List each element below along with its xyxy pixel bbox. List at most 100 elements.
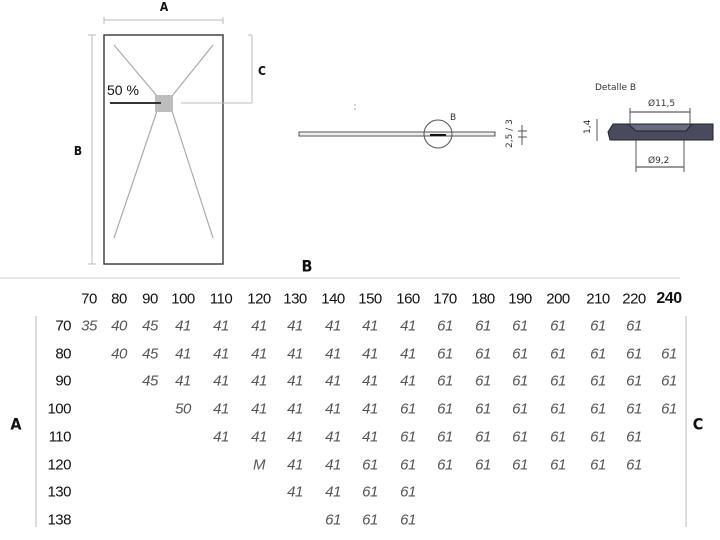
table-cell: 61 xyxy=(512,400,528,418)
table-cell: 61 xyxy=(325,511,341,529)
table-cell: 41 xyxy=(325,400,341,418)
table-cell: 41 xyxy=(287,317,303,335)
column-header: 240 xyxy=(656,290,682,307)
table-cell: 41 xyxy=(251,400,267,418)
table-cell: M xyxy=(253,456,266,474)
table-cell: 61 xyxy=(512,372,528,390)
table-cell: 45 xyxy=(142,317,158,335)
table-cell: 41 xyxy=(287,428,303,446)
table-cell: 61 xyxy=(437,345,453,363)
dimension-b-label: B xyxy=(73,144,83,158)
table-cell: 61 xyxy=(400,456,416,474)
table-cell: 40 xyxy=(111,345,127,363)
table-cell: 61 xyxy=(362,456,378,474)
table-cell: 61 xyxy=(400,483,416,501)
dimension-c-label: C xyxy=(258,64,266,78)
table-cell: 41 xyxy=(325,483,341,501)
table-cell: 61 xyxy=(512,345,528,363)
table-cell: 41 xyxy=(213,317,229,335)
table-cell: 61 xyxy=(626,317,642,335)
table-cell: 41 xyxy=(362,372,378,390)
table-cell: 41 xyxy=(251,317,267,335)
table-cell: 61 xyxy=(661,400,677,418)
table-cell: 61 xyxy=(661,345,677,363)
table-cell: 41 xyxy=(251,372,267,390)
table-cell: 50 xyxy=(175,400,191,418)
table-cell: 61 xyxy=(400,428,416,446)
table-cell: 61 xyxy=(550,400,566,418)
table-cell: 61 xyxy=(437,456,453,474)
table-cell: 41 xyxy=(287,483,303,501)
column-header: 110 xyxy=(209,290,233,308)
row-header: 100 xyxy=(47,400,71,418)
detail-circle xyxy=(423,119,453,149)
column-header: 100 xyxy=(171,290,195,308)
detail-bottom-diameter: Ø9,2 xyxy=(648,156,670,166)
table-cell: 41 xyxy=(175,317,191,335)
table-cell: 61 xyxy=(512,428,528,446)
table-cell: 41 xyxy=(325,372,341,390)
row-header: 80 xyxy=(55,345,71,363)
table-cell: 41 xyxy=(325,345,341,363)
table-cell: 61 xyxy=(475,456,491,474)
column-header: 200 xyxy=(546,290,570,308)
table-cell: 41 xyxy=(325,317,341,335)
section-profile xyxy=(298,131,496,137)
value-axis-label: C xyxy=(692,414,704,434)
table-cell: 61 xyxy=(590,456,606,474)
table-cell: 41 xyxy=(251,345,267,363)
table-cell: 61 xyxy=(626,345,642,363)
table-cell: 61 xyxy=(550,317,566,335)
table-cell: 61 xyxy=(400,400,416,418)
table-cell: 41 xyxy=(400,317,416,335)
table-cell: 41 xyxy=(251,428,267,446)
table-cell: 61 xyxy=(437,400,453,418)
column-axis-label: B xyxy=(301,256,313,276)
table-cell: 41 xyxy=(175,372,191,390)
table-cell: 61 xyxy=(512,317,528,335)
row-header: 130 xyxy=(47,483,71,501)
table-cell: 41 xyxy=(325,428,341,446)
column-header: 130 xyxy=(283,290,307,308)
table-cell: 61 xyxy=(400,511,416,529)
thickness-label: 2,5 / 3 xyxy=(505,119,515,148)
table-cell: 41 xyxy=(362,428,378,446)
table-cell: 41 xyxy=(213,428,229,446)
table-cell: 61 xyxy=(590,317,606,335)
table-cell: 41 xyxy=(287,400,303,418)
table-cell: 41 xyxy=(213,345,229,363)
table-cell: 41 xyxy=(287,456,303,474)
row-header: 70 xyxy=(55,317,71,335)
table-cell: 35 xyxy=(81,317,97,335)
table-cell: 61 xyxy=(550,428,566,446)
slope-label: 50 % xyxy=(107,82,139,98)
column-header: 220 xyxy=(622,290,646,308)
column-header: 80 xyxy=(111,290,127,308)
column-header: 160 xyxy=(396,290,420,308)
table-cell: 41 xyxy=(400,372,416,390)
table-cell: 61 xyxy=(590,345,606,363)
table-cell: 41 xyxy=(362,345,378,363)
table-cell: 61 xyxy=(626,456,642,474)
column-header: 140 xyxy=(321,290,345,308)
tray-outline xyxy=(103,34,224,265)
table-cell: 41 xyxy=(325,456,341,474)
column-header: 150 xyxy=(358,290,382,308)
table-cell: 61 xyxy=(626,372,642,390)
table-cell: 61 xyxy=(626,428,642,446)
row-header: 120 xyxy=(47,456,71,474)
detail-top-diameter: Ø11,5 xyxy=(648,99,676,109)
table-cell: 61 xyxy=(550,372,566,390)
row-header: 110 xyxy=(48,428,72,446)
table-cell: 61 xyxy=(475,428,491,446)
table-cell: 41 xyxy=(287,345,303,363)
table-cell: 45 xyxy=(142,372,158,390)
table-cell: 61 xyxy=(475,372,491,390)
table-cell: 41 xyxy=(213,372,229,390)
table-cell: 61 xyxy=(362,483,378,501)
dimension-a-label: A xyxy=(159,0,169,14)
table-cell: 61 xyxy=(475,345,491,363)
table-cell: 41 xyxy=(400,345,416,363)
table-cell: 61 xyxy=(437,428,453,446)
